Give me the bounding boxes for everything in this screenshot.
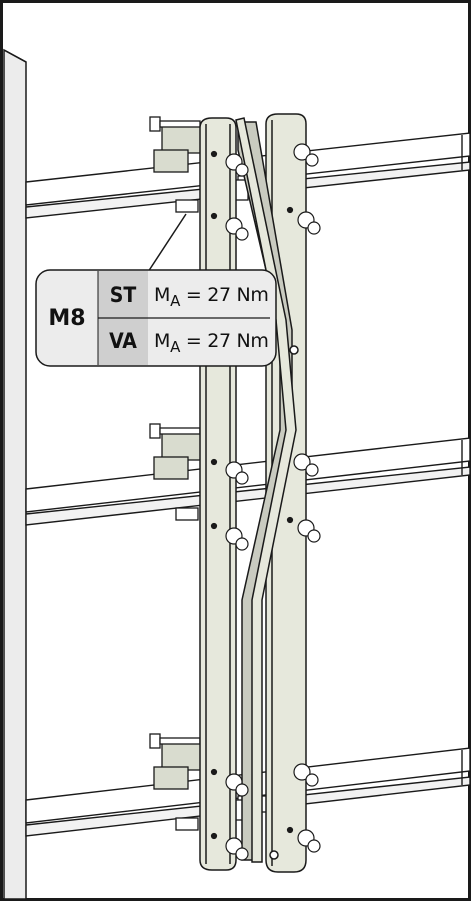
torque-symbol: M: [154, 330, 171, 352]
torque-subscript: A: [170, 292, 181, 310]
material-label: ST: [109, 283, 137, 307]
equals-sign: =: [185, 330, 202, 352]
torque-value: MA = 27 Nm: [148, 330, 269, 356]
torque-callout: M8 ST MA = 27 Nm VA MA = 27 Nm: [36, 270, 276, 366]
equals-sign: =: [185, 284, 202, 306]
torque-amount: 27 Nm: [207, 330, 269, 352]
torque-amount: 27 Nm: [207, 284, 269, 306]
torque-subscript: A: [170, 338, 181, 356]
torque-row-va: VA MA = 27 Nm: [98, 318, 276, 364]
torque-value: MA = 27 Nm: [148, 284, 269, 310]
horizontal-rails: [25, 132, 471, 837]
wall-post: [3, 48, 27, 900]
clamp-brackets: [149, 116, 203, 831]
callout-leader-line: [147, 213, 187, 273]
material-label: VA: [109, 329, 137, 353]
callout-box: [35, 269, 277, 367]
torque-symbol: M: [154, 284, 171, 306]
screws: [210, 143, 321, 861]
torque-row-st: ST MA = 27 Nm: [98, 272, 276, 318]
bolt-size-label: M8: [48, 305, 86, 331]
